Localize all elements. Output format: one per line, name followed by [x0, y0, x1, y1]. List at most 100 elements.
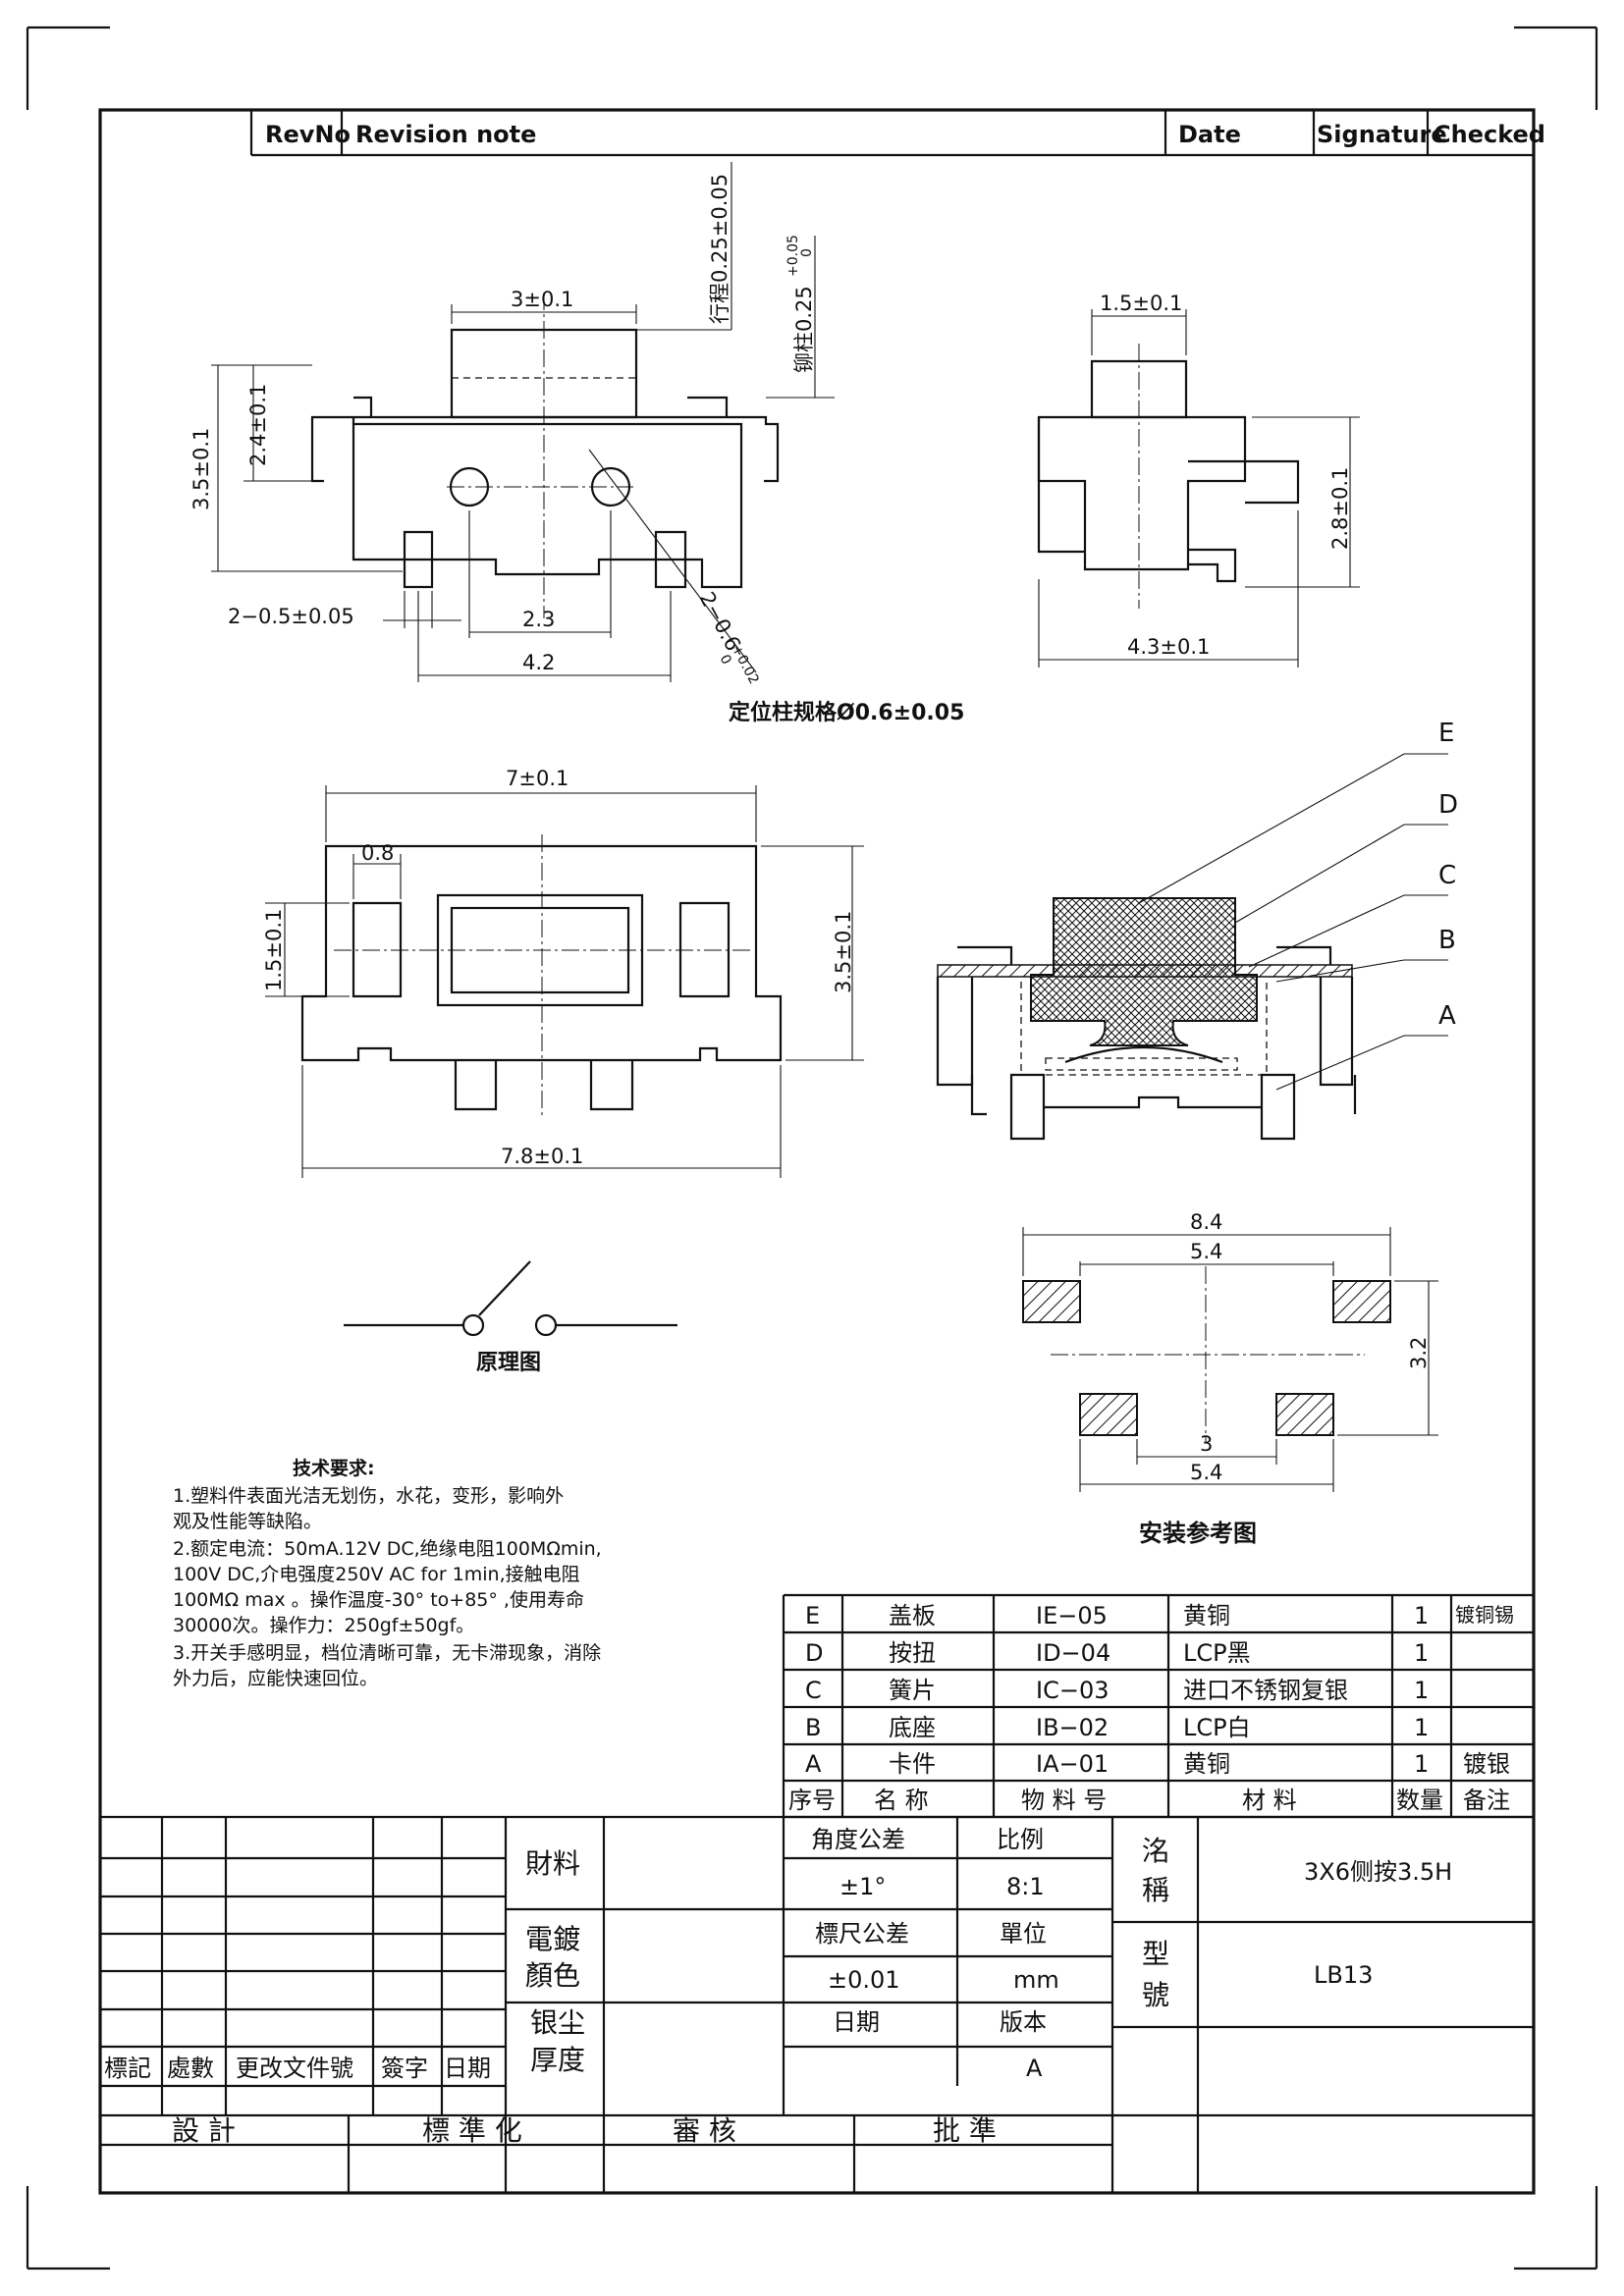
date-label: 日期 [833, 2008, 880, 2036]
bom-header-part: 物 料 号 [1021, 1787, 1107, 1814]
sign-standard: 標 準 化 [422, 2114, 522, 2147]
bom-seq: C [805, 1677, 822, 1704]
rev-col-date: 日期 [444, 2055, 491, 2082]
side-dim-height: 2.8±0.1 [1328, 467, 1352, 550]
tech-notes: 技术要求: 1.塑料件表面光洁无划伤，水花，变形，影响外 观及性能等缺陷。 2.… [173, 1457, 602, 1689]
bottom-view: 7±0.1 0.8 1.5±0.1 3.5±0.1 7.8±0.1 [262, 767, 864, 1178]
bottom-dim-pad: 0.8 [361, 841, 394, 865]
dim-pin-tol-lower: 0 [799, 248, 815, 257]
angle-tol-label: 角度公差 [811, 1826, 905, 1853]
bom-note: 镀银 [1463, 1750, 1510, 1778]
title-block: 標記 處數 更改文件號 簽字 日期 財料 電鍍 顏色 银尘 厚度 角度公差 ±1… [100, 1815, 1534, 2193]
dim-pin-span: 4.2 [522, 651, 555, 674]
model-value: LB13 [1314, 1961, 1373, 1989]
date-header: Date [1178, 121, 1241, 148]
dim-pin-post: 铆柱0.25 [792, 286, 816, 373]
version-label: 版本 [1000, 2008, 1047, 2036]
dim-stroke: 行程0.25±0.05 [708, 174, 731, 324]
bom-row: A 卡件 IA−01 黄铜 1 镀银 [805, 1750, 1510, 1778]
angle-tol-value: ±1° [839, 1873, 886, 1900]
signature-header: Signature [1317, 121, 1447, 148]
bom-row: B 底座 IB−02 LCP白 1 [805, 1714, 1429, 1741]
name-label-1: 洺 [1142, 1835, 1169, 1867]
plating-label-2: 顏色 [525, 1959, 580, 1992]
dim-width-top: 3±0.1 [511, 288, 573, 311]
bom-note: 镀铜锡 [1455, 1603, 1514, 1627]
fp-lower-span: 5.4 [1190, 1461, 1222, 1484]
version-value: A [1026, 2055, 1043, 2082]
sheet-border [98, 108, 1536, 2195]
section-label-e: E [1438, 719, 1454, 748]
bom-qty: 1 [1414, 1750, 1429, 1778]
bom-seq: B [805, 1714, 821, 1741]
tech-note-line-3: 2.额定电流：50mA.12V DC,绝缘电阻100MΩmin, [173, 1538, 602, 1560]
model-label-2: 號 [1142, 1979, 1169, 2011]
dim-pin-tol-upper: +0.05 [785, 235, 801, 277]
sign-design: 設 計 [172, 2114, 236, 2147]
tech-notes-title: 技术要求: [293, 1457, 375, 1479]
locating-post-spec: 定位柱规格Ø0.6±0.05 [729, 700, 964, 725]
fp-pitch: 3.2 [1407, 1337, 1431, 1369]
sign-approve: 批 準 [933, 2114, 997, 2147]
bom-part: IE−05 [1036, 1602, 1108, 1629]
fp-upper-span: 5.4 [1190, 1240, 1222, 1263]
tech-note-line-2: 观及性能等缺陷。 [173, 1511, 322, 1532]
bom-material: 进口不锈钢复银 [1183, 1677, 1348, 1704]
scale-label: 比例 [997, 1826, 1044, 1853]
bom-name: 簧片 [889, 1677, 936, 1704]
bom-name: 盖板 [889, 1602, 936, 1629]
bom-row: E 盖板 IE−05 黄铜 1 镀铜锡 [805, 1602, 1514, 1629]
dim-tol-label: 標尺公差 [815, 1920, 909, 1948]
fp-inner-gap: 3 [1200, 1432, 1213, 1456]
bom-part: IC−03 [1036, 1677, 1109, 1704]
section-label-b: B [1438, 926, 1456, 955]
tech-note-line-8: 外力后，应能快速回位。 [173, 1668, 378, 1689]
rev-col-doc: 更改文件號 [236, 2055, 353, 2082]
rev-col-sign: 簽字 [381, 2055, 428, 2082]
tech-note-line-4: 100V DC,介电强度250V AC for 1min,接触电阻 [173, 1564, 580, 1585]
dim-pin-width: 2−0.5±0.05 [228, 605, 354, 628]
bom-part: IB−02 [1036, 1714, 1109, 1741]
tech-note-line-7: 3.开关手感明显，档位清晰可靠，无卡滞现象，消除 [173, 1642, 601, 1664]
section-label-c: C [1438, 861, 1456, 890]
side-dim-top: 1.5±0.1 [1100, 292, 1182, 315]
unit-label: 單位 [1000, 1920, 1047, 1948]
tech-note-line-6: 30000次。操作力：250gf±50gf。 [173, 1615, 474, 1636]
bottom-dim-width-total: 7.8±0.1 [501, 1145, 583, 1168]
unit-value: mm [1013, 1966, 1059, 1994]
fp-outer-span: 8.4 [1190, 1210, 1222, 1234]
bom-material: 黄铜 [1183, 1602, 1230, 1629]
section-label-d: D [1438, 790, 1458, 820]
bom-part: IA−01 [1036, 1750, 1109, 1778]
bom-row: D 按扭 ID−04 LCP黑 1 [805, 1639, 1429, 1667]
bom-seq: E [805, 1602, 820, 1629]
front-view: 3±0.1 3.5±0.1 2.4±0.1 2−0.5±0.05 2.3 4.2… [189, 162, 964, 725]
bottom-dim-width-top: 7±0.1 [506, 767, 568, 790]
dim-hole-tol-upper: +0.02 [728, 642, 761, 686]
side-view: 1.5±0.1 2.8±0.1 4.3±0.1 [1037, 292, 1360, 667]
bom-material: LCP黑 [1183, 1639, 1251, 1667]
dim-center-gap: 2.3 [522, 608, 555, 631]
bom-qty: 1 [1414, 1677, 1429, 1704]
sign-review: 審 核 [673, 2114, 736, 2147]
bom-header-qty: 数量 [1396, 1787, 1443, 1814]
bom-seq: A [805, 1750, 822, 1778]
dim-tol-value: ±0.01 [828, 1966, 900, 1994]
trim-marks [26, 26, 1598, 2270]
bom-name: 卡件 [889, 1750, 936, 1778]
thickness-label-1: 银尘 [530, 2006, 585, 2039]
bom-table: E 盖板 IE−05 黄铜 1 镀铜锡 D 按扭 ID−04 LCP黑 1 C … [782, 1593, 1534, 1819]
rev-col-count: 處數 [167, 2055, 214, 2082]
bom-row: C 簧片 IC−03 进口不锈钢复银 1 [805, 1677, 1429, 1704]
bom-seq: D [805, 1639, 823, 1667]
bom-name: 底座 [889, 1714, 936, 1741]
bom-material: 黄铜 [1183, 1750, 1230, 1778]
bom-part: ID−04 [1036, 1639, 1110, 1667]
bom-header-note: 备注 [1463, 1787, 1510, 1814]
bom-material: LCP白 [1183, 1714, 1251, 1741]
name-label-2: 稱 [1142, 1874, 1169, 1906]
name-value: 3X6侧按3.5H [1304, 1858, 1452, 1886]
scale-value: 8:1 [1006, 1873, 1045, 1900]
bom-qty: 1 [1414, 1639, 1429, 1667]
